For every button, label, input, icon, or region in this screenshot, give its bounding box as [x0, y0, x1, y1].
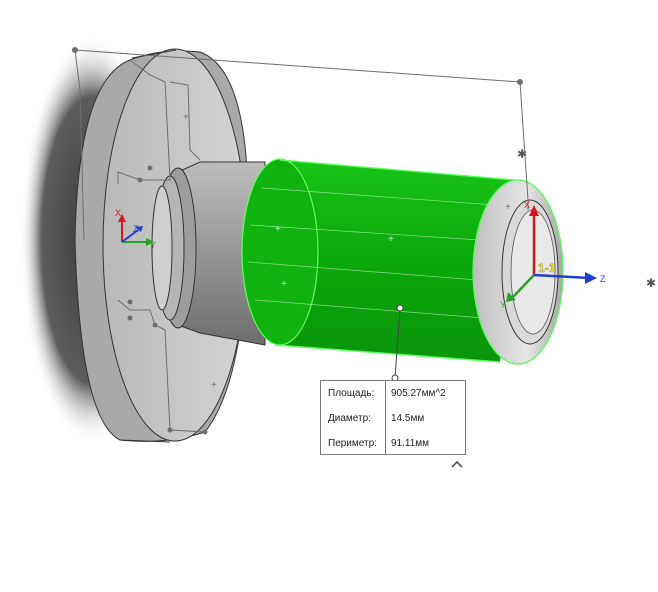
- triad-right[interactable]: X Z Y 1-1: [500, 200, 606, 310]
- svg-text:+: +: [275, 224, 281, 235]
- triad-right-y-label: Y: [500, 300, 506, 310]
- triad-left-x-label: X: [115, 208, 121, 218]
- measure-results-box: Площадь: 905.27мм^2 Диаметр: 14.5мм Пери…: [320, 380, 466, 455]
- measure-row-perimeter: Периметр: 91.11мм: [321, 431, 465, 455]
- measure-perimeter-label: Периметр:: [328, 438, 377, 449]
- selected-cylinder-face[interactable]: + + +: [241, 158, 516, 363]
- svg-text:✱: ✱: [517, 147, 527, 161]
- measure-area-value: 905.27мм^2: [391, 388, 446, 399]
- triad-left-y-label: Y: [150, 240, 156, 250]
- triad-left[interactable]: X Y Z: [115, 208, 156, 250]
- svg-text:✱: ✱: [646, 276, 656, 290]
- triad-right-x-label: X: [524, 200, 530, 210]
- measure-row-diameter: Диаметр: 14.5мм: [321, 406, 465, 430]
- svg-text:+: +: [211, 380, 217, 391]
- chevron-up-icon[interactable]: [449, 457, 465, 471]
- measure-column-divider: [385, 381, 386, 454]
- asterisk-icon: ✱ ✱: [517, 147, 656, 290]
- measure-perimeter-value: 91.11мм: [391, 438, 430, 449]
- svg-text:+: +: [281, 279, 287, 290]
- sketch-lines[interactable]: + + +: [72, 47, 529, 435]
- svg-text:+: +: [388, 234, 394, 245]
- measure-row-area: Площадь: 905.27мм^2: [321, 381, 465, 405]
- triad-left-z-label: Z: [133, 224, 139, 234]
- svg-text:+: +: [505, 202, 511, 213]
- measure-area-label: Площадь:: [328, 388, 375, 399]
- shaft-neck[interactable]: [151, 161, 266, 346]
- coordinate-system-label: 1-1: [538, 261, 556, 275]
- measure-diameter-value: 14.5мм: [391, 413, 425, 424]
- measure-diameter-label: Диаметр:: [328, 413, 371, 424]
- triad-right-z-label: Z: [600, 274, 606, 284]
- svg-text:+: +: [183, 112, 189, 123]
